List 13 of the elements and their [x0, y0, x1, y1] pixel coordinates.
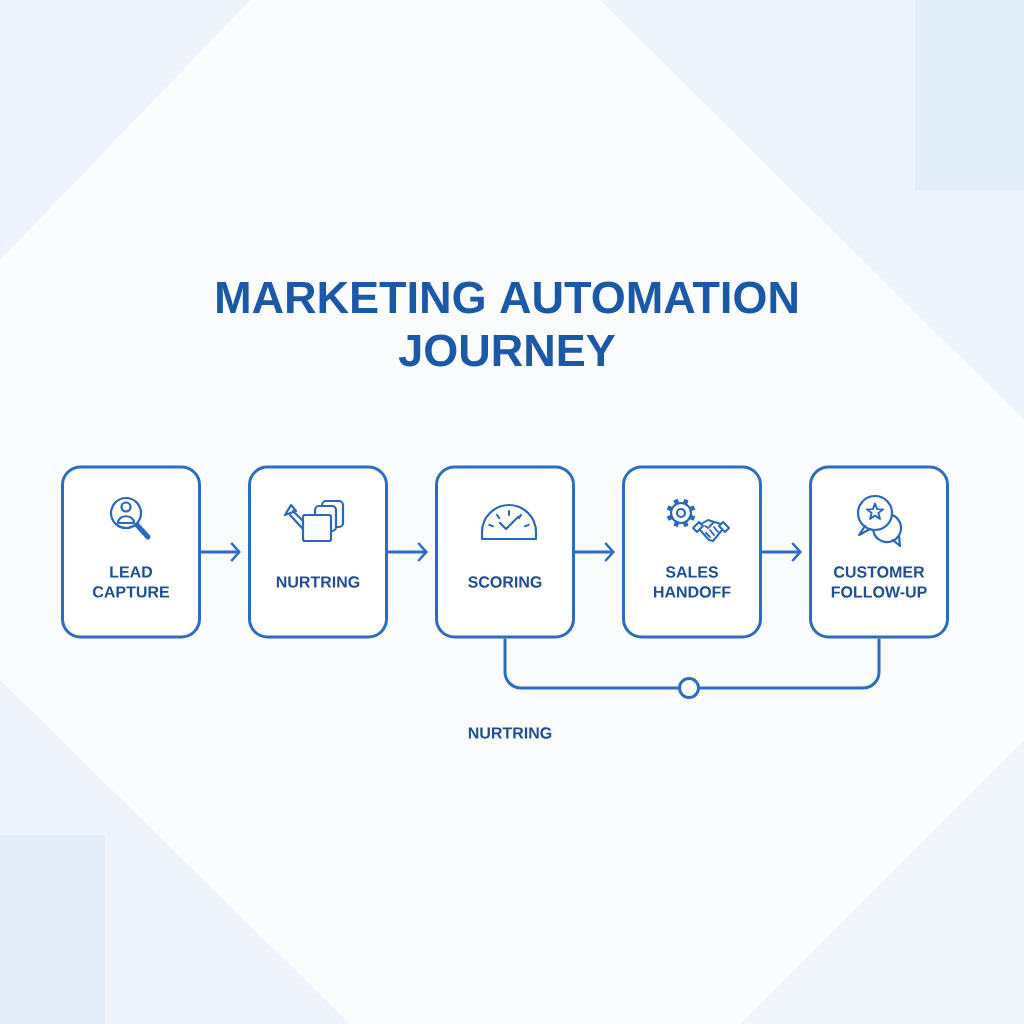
arrow — [762, 542, 802, 562]
connector-line — [700, 638, 881, 690]
arrow — [388, 542, 428, 562]
step-box: LEAD CAPTURE — [61, 465, 201, 639]
step-box: SCORING — [435, 465, 575, 639]
arrow — [201, 542, 241, 562]
step-box: CUSTOMER FOLLOW-UP — [809, 465, 949, 639]
connector-line — [503, 638, 678, 690]
loop-label: NURTRING — [468, 727, 552, 739]
step-box: NURTRING — [248, 465, 388, 639]
arrow — [575, 542, 615, 562]
title: MARKETING AUTOMATION JOURNEY — [217, 281, 797, 367]
step-box: SALES HANDOFF — [622, 465, 762, 639]
